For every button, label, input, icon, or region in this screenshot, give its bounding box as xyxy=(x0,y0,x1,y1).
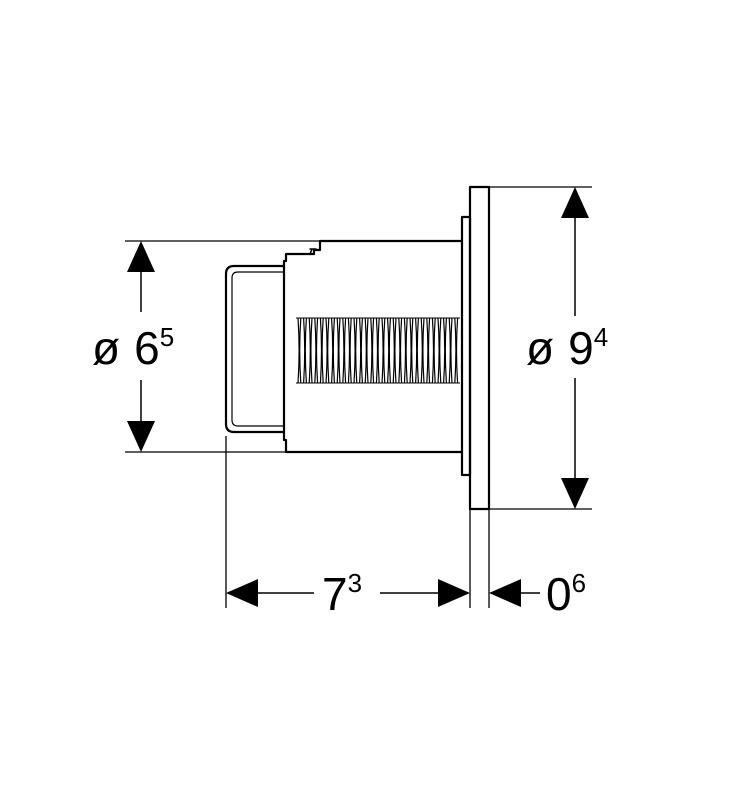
thread-pattern xyxy=(297,317,459,384)
extension-lines xyxy=(125,186,592,608)
push-button-inner xyxy=(231,271,285,427)
arrow-left-up xyxy=(127,241,155,272)
cover-plate xyxy=(468,185,491,511)
right-diameter-main: 9 xyxy=(568,322,594,374)
thread-outline xyxy=(296,317,460,384)
left-diameter-main: 6 xyxy=(134,322,160,374)
push-button xyxy=(224,264,286,434)
left-diameter-sup: 5 xyxy=(160,322,174,352)
right-diameter-symbol: ø xyxy=(526,322,554,374)
body-depth-main: 7 xyxy=(322,568,348,620)
thread-ribs-back xyxy=(299,317,459,384)
arrow-left-down xyxy=(127,421,155,452)
right-diameter-sup: 4 xyxy=(594,322,608,352)
arrowheads xyxy=(127,187,589,607)
dim-label-body-depth: 73 xyxy=(322,568,362,620)
left-diameter-symbol: ø xyxy=(92,322,120,374)
arrow-right-down xyxy=(561,478,589,509)
arrow-depth-right xyxy=(438,579,470,607)
plate-depth-sup: 6 xyxy=(572,568,586,598)
arrow-right-up xyxy=(561,187,589,218)
thread-ribs xyxy=(297,317,457,384)
arrow-depth-left xyxy=(226,579,258,607)
dimension-lines xyxy=(140,216,576,594)
seal-ring xyxy=(460,215,472,477)
body-depth-sup: 3 xyxy=(348,568,362,598)
dim-label-plate-depth: 06 xyxy=(546,568,586,620)
arrow-plate-left xyxy=(489,579,521,607)
body-notch xyxy=(309,248,317,255)
plate-depth-main: 0 xyxy=(546,568,572,620)
main-body xyxy=(282,239,464,454)
part-outline xyxy=(224,185,491,511)
